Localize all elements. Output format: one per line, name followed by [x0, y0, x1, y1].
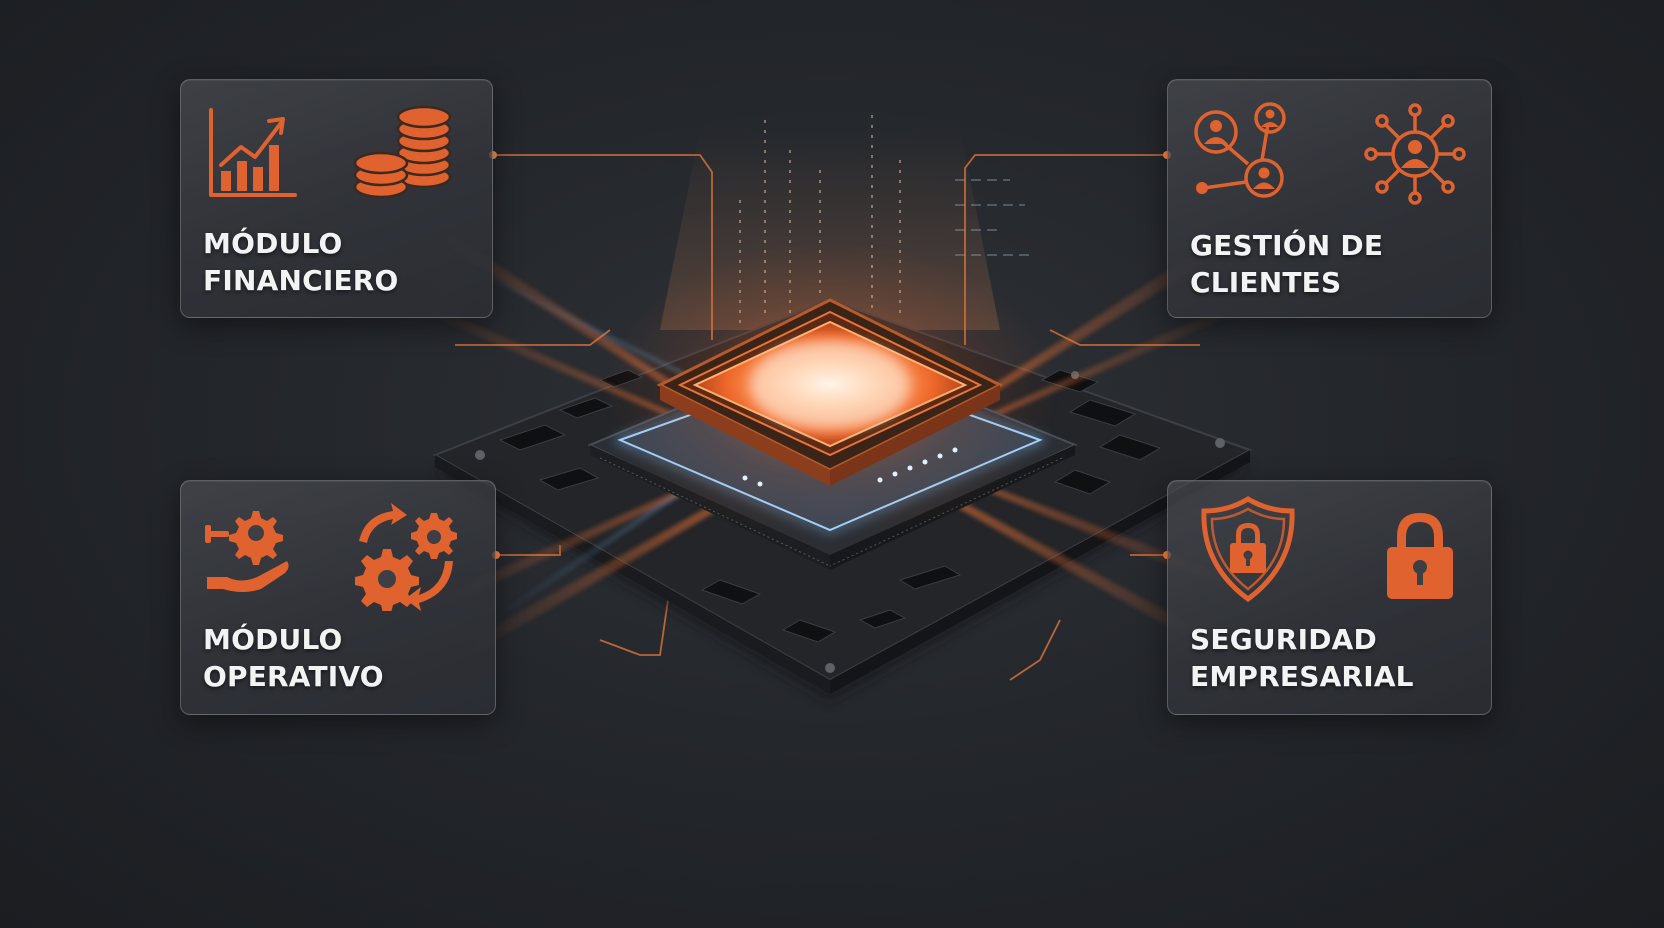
card-title-line: FINANCIERO	[203, 264, 399, 297]
card-modulo-financiero[interactable]: MÓDULO FINANCIERO	[180, 79, 493, 318]
shield-lock-icon	[1201, 496, 1295, 603]
card-title: GESTIÓN DE CLIENTES	[1190, 227, 1383, 301]
user-network-icon	[1194, 102, 1286, 198]
card-title-line: MÓDULO	[203, 623, 343, 656]
gears-cycle-icon	[355, 503, 457, 611]
user-hub-icon	[1364, 103, 1466, 205]
card-title-line: MÓDULO	[203, 227, 343, 260]
card-title: MÓDULO FINANCIERO	[203, 225, 399, 299]
card-title-line: SEGURIDAD	[1190, 623, 1377, 656]
card-seguridad-empresarial[interactable]: SEGURIDAD EMPRESARIAL	[1167, 480, 1492, 715]
hand-gear-wrench-icon	[205, 511, 289, 592]
card-title: MÓDULO OPERATIVO	[203, 621, 384, 695]
card-title: SEGURIDAD EMPRESARIAL	[1190, 621, 1414, 695]
card-title-line: CLIENTES	[1190, 266, 1342, 299]
card-title-line: OPERATIVO	[203, 660, 384, 693]
card-modulo-operativo[interactable]: MÓDULO OPERATIVO	[180, 480, 496, 715]
bar-chart-growth-icon	[209, 108, 297, 197]
card-title-line: GESTIÓN DE	[1190, 229, 1384, 262]
card-gestion-clientes[interactable]: GESTIÓN DE CLIENTES	[1167, 79, 1492, 318]
padlock-icon	[1387, 513, 1453, 599]
coin-stack-icon	[353, 105, 452, 199]
card-title-line: EMPRESARIAL	[1190, 660, 1414, 693]
